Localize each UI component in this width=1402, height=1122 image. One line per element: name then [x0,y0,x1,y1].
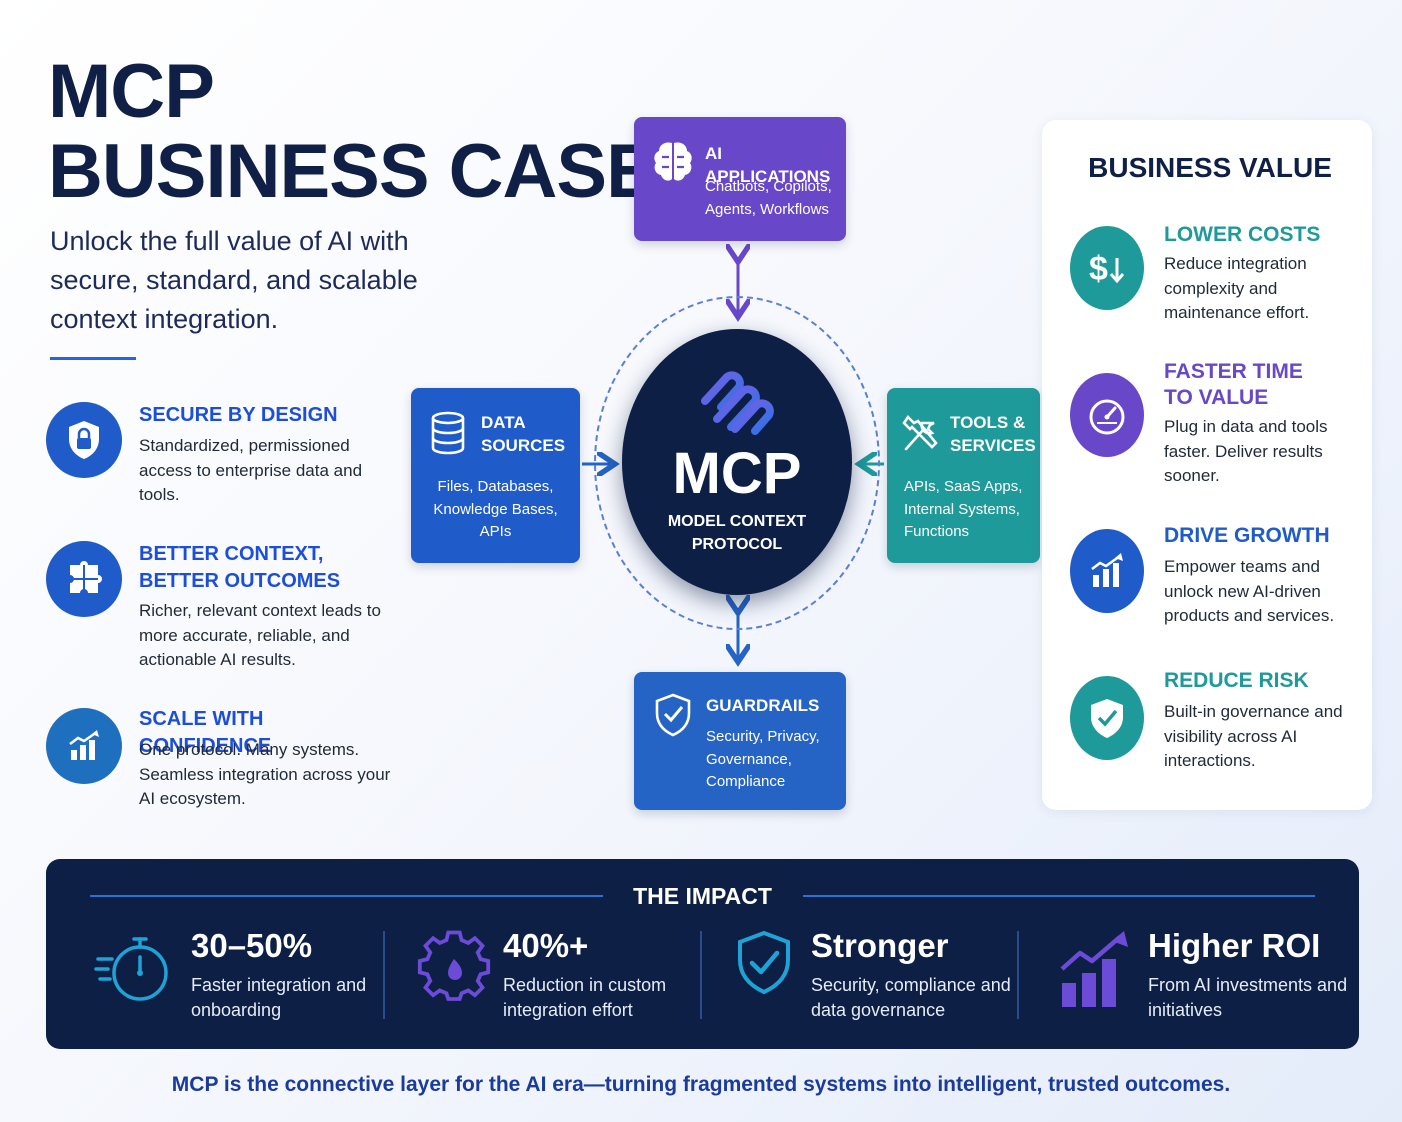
node-title-line: SOURCES [481,436,566,455]
node-desc-line: Functions [904,523,970,540]
value-title: LOWER COSTS [1164,223,1321,246]
node-desc: APIs, SaaS Apps, Internal Systems, Funct… [904,476,1022,544]
node-title: TOOLS & SERVICES [950,411,1036,457]
value-faster-time: FASTER TIME TO VALUE Plug in data and to… [1070,360,1360,493]
impact-divider [1017,931,1019,1019]
title-divider [50,357,136,360]
core-subtitle: MODEL CONTEXT PROTOCOL [667,513,807,553]
value-reduce-risk: REDUCE RISK Built-in governance and visi… [1070,669,1360,776]
shield-check-icon [734,929,814,1009]
node-desc-line: Chatbots, Copilots, [705,178,832,195]
node-data-sources: DATA SOURCES Files, Databases, Knowledge… [411,388,580,563]
stat-desc: Faster integration and onboarding [191,975,367,1020]
node-guardrails: GUARDRAILS Security, Privacy, Governance… [634,672,846,810]
node-tools-services: TOOLS & SERVICES APIs, SaaS Apps, Intern… [887,388,1040,563]
feature-desc: Standardized, permissioned access to ent… [139,436,363,504]
dollar-down-icon: $ [1070,226,1144,310]
value-desc: Built-in governance and visibility acros… [1164,702,1343,770]
impact-stat: Stronger Security, compliance and data g… [734,925,1034,1025]
impact-divider [700,931,702,1019]
mcp-core: MCP MODEL CONTEXT PROTOCOL [622,329,852,595]
feature-better-context: BETTER CONTEXT, BETTER OUTCOMES Richer, … [46,541,396,673]
node-ai-applications: AI APPLICATIONS Chatbots, Copilots, Agen… [634,117,846,241]
stat-desc: Security, compliance and data governance [811,975,1011,1020]
node-desc: Files, Databases, Knowledge Bases, APIs [411,476,580,544]
impact-rule-left [90,895,603,897]
core-title: MCP [672,441,802,506]
footer-tagline: MCP is the connective layer for the AI e… [171,1073,1231,1096]
impact-title: THE IMPACT [633,883,772,909]
node-desc: Security, Privacy, Governance, Complianc… [706,726,820,794]
value-title-line: FASTER TIME [1164,360,1303,383]
feature-title: BETTER CONTEXT, BETTER OUTCOMES [139,541,399,595]
business-value-title: BUSINESS VALUE [1088,152,1332,183]
node-title: DATA SOURCES [481,411,565,457]
node-desc-line: Security, Privacy, [706,728,820,745]
feature-secure-by-design: SECURE BY DESIGN Standardized, permissio… [46,402,396,512]
title-line-2: BUSINESS CASE [48,129,657,214]
svg-text:$: $ [1089,250,1108,288]
stopwatch-icon [94,929,174,1009]
title-line-1: MCP [48,49,215,134]
impact-band: THE IMPACT 30–50% Faster integration and… [46,859,1359,1049]
growth-chart-icon [1070,529,1144,613]
stat-desc: From AI investments and initiatives [1148,975,1348,1020]
node-desc: Chatbots, Copilots, Agents, Workflows [705,176,832,221]
shield-check-icon [1070,676,1144,760]
impact-divider [383,931,385,1019]
feature-desc: Richer, relevant context leads to more a… [139,601,381,669]
node-desc-line: Governance, [706,750,792,768]
value-title: FASTER TIME TO VALUE [1164,359,1364,411]
growth-chart-icon [46,708,122,784]
gear-icon [416,929,496,1009]
tools-icon [902,413,940,453]
feature-title: SECURE BY DESIGN [139,404,338,426]
value-desc: Empower teams and unlock new AI-driven p… [1164,557,1335,625]
impact-stat: 40%+ Reduction in custom integration eff… [416,925,716,1025]
node-desc-line: Knowledge Bases, [433,500,558,518]
page-title: MCP BUSINESS CASE [48,49,657,214]
feature-title: SCALE WITH CONFIDENCE [139,708,272,757]
feature-title-line-1: BETTER CONTEXT, [139,543,324,565]
node-desc-line: Files, Databases, [437,478,554,495]
value-title: DRIVE GROWTH [1164,524,1330,547]
node-desc-line: Compliance [706,773,786,790]
node-desc-line: APIs, SaaS Apps, [904,478,1023,495]
puzzle-icon [46,541,122,617]
stat-desc: Reduction in custom integration effort [503,975,667,1020]
mcp-logo-icon [697,363,777,439]
node-title: AI APPLICATIONS [705,144,831,186]
feature-scale-with-confidence: SCALE WITH CONFIDENCE One protocol. Many… [46,706,396,816]
lock-shield-icon [46,402,122,478]
stat-value: 30–50% [191,927,313,964]
value-lower-costs: $ LOWER COSTS Reduce integration complex… [1070,223,1360,326]
impact-rule-right [803,895,1315,897]
feature-desc: One protocol. Many systems. Seamless int… [139,740,391,808]
shield-check-icon [653,692,693,738]
stat-value: 40%+ [503,927,589,964]
node-desc-line: APIs [479,523,512,540]
impact-stat: 30–50% Faster integration and onboarding [94,925,394,1025]
database-icon [430,410,466,456]
node-title-line: SERVICES [950,436,1036,455]
impact-stat: Higher ROI From AI investments and initi… [1058,925,1348,1025]
value-title: REDUCE RISK [1164,669,1309,692]
value-desc: Plug in data and tools faster. Deliver r… [1164,417,1328,485]
node-title-line: DATA [481,413,526,432]
value-desc: Reduce integration complexity and mainte… [1164,254,1310,322]
node-title-line: TOOLS & [950,413,1026,432]
speedometer-icon [1070,373,1144,457]
core-orbit-ring [594,296,880,630]
node-desc-line: Internal Systems, [904,500,1020,518]
node-title: GUARDRAILS [706,696,820,715]
brain-icon [651,139,693,185]
stat-value: Stronger [811,927,949,964]
bar-chart-arrow-icon [1058,929,1138,1009]
value-drive-growth: DRIVE GROWTH Empower teams and unlock ne… [1070,524,1360,629]
feature-title-line-2: BETTER OUTCOMES [139,570,341,592]
node-desc-line: Agents, Workflows [705,200,829,218]
stat-value: Higher ROI [1148,927,1321,964]
value-title-line: TO VALUE [1164,386,1269,409]
page-subtitle: Unlock the full value of AI with secure,… [50,226,418,334]
